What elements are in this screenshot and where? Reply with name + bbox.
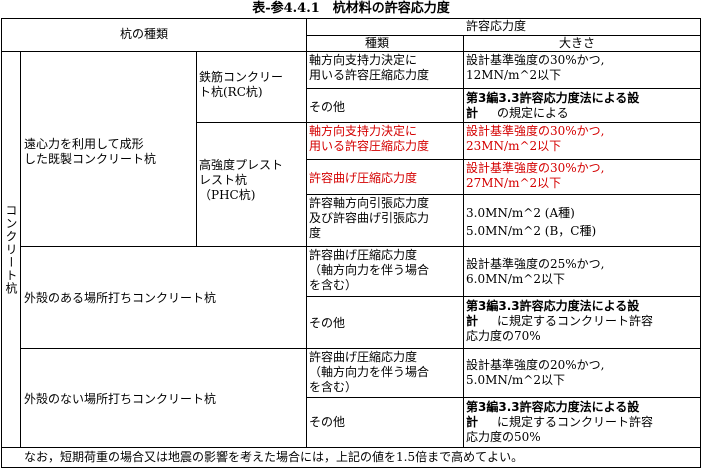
rule-footnote xyxy=(1,447,701,448)
rc-value-2-ref: 第3編3.3許容応力度法による設 計 xyxy=(466,91,640,120)
rule-col-kind xyxy=(306,18,307,447)
phc-type-3: 許容軸方向引張応力度 及び許容曲げ引張応力 度 xyxy=(309,196,430,240)
rule-phc-2 xyxy=(306,194,701,195)
border-bottom xyxy=(1,467,701,468)
noshell-pile-label: 外殻のない場所打ちコンクリート杭 xyxy=(24,392,217,406)
shell-value-2-tail: に規定するコンクリート許容 応力度の70% xyxy=(466,314,654,343)
rule-header-bottom xyxy=(1,51,701,52)
phc-type-1: 軸方向支持力決定に 用いる許容圧縮応力度 xyxy=(309,124,430,153)
header-magnitude: 大きさ xyxy=(559,36,596,50)
header-allowable: 許容応力度 xyxy=(466,19,527,33)
phc-value-3: 3.0MN/m^2 (A種) 5.0MN/m^2 (B，C種) xyxy=(466,206,597,238)
rule-rc-1 xyxy=(306,88,701,89)
rc-type-2: その他 xyxy=(309,100,346,114)
phc-value-1: 設計基準強度の30%かつ, 23MN/m^2以下 xyxy=(466,124,605,153)
noshell-value-1: 設計基準強度の20%かつ, 5.0MN/m^2以下 xyxy=(466,358,605,387)
phc-pile-label: 高強度プレスト レスト杭 （PHC杭) xyxy=(199,158,284,202)
border-left xyxy=(1,18,2,468)
shell-type-2: その他 xyxy=(309,316,346,330)
rc-type-1: 軸方向支持力決定に 用いる許容圧縮応力度 xyxy=(309,53,430,82)
rc-value-2-tail: の規定による xyxy=(497,106,569,120)
rule-noshell-1 xyxy=(306,397,701,398)
header-kind: 種類 xyxy=(365,36,390,50)
rule-col-concrete xyxy=(20,51,21,447)
rule-col-subtype xyxy=(196,51,197,246)
phc-value-2: 設計基準強度の30%かつ, 27MN/m^2以下 xyxy=(466,161,605,190)
rule-precast-shell xyxy=(20,246,701,247)
precast-pile-label: 遠心力を利用して成形 した既製コンクリート杭 xyxy=(24,137,157,166)
shell-value-1: 設計基準強度の25%かつ, 6.0MN/m^2以下 xyxy=(466,257,605,286)
rule-header xyxy=(306,35,701,36)
noshell-value-2-tail: に規定するコンクリート許容 応力度の50% xyxy=(466,415,654,444)
border-top xyxy=(1,18,701,19)
rule-shell-1 xyxy=(306,296,701,297)
rc-value-1: 設計基準強度の30%かつ, 12MN/m^2以下 xyxy=(466,53,605,82)
rule-rc-phc xyxy=(196,122,701,123)
table-title: 表-参4.4.1 杭材料の許容応力度 xyxy=(252,1,450,16)
rule-col-magnitude xyxy=(463,35,464,447)
noshell-type-2: その他 xyxy=(309,415,346,429)
header-pile-type: 杭の種類 xyxy=(120,27,169,41)
shell-type-1: 許容曲げ圧縮応力度 （軸方向力を伴う場合 を含む） xyxy=(309,248,430,292)
shell-pile-label: 外殻のある場所打ちコンクリート杭 xyxy=(24,291,217,305)
rule-shell-noshell xyxy=(20,348,701,349)
border-right xyxy=(700,18,701,468)
footnote: なお，短期荷重の場合又は地震の影響を考えた場合には，上記の値を1.5倍まで高めて… xyxy=(24,450,524,464)
noshell-type-1: 許容曲げ圧縮応力度 （軸方向力を伴う場合 を含む） xyxy=(309,350,430,394)
rc-pile-label: 鉄筋コンクリー ト杭(RC杭) xyxy=(199,70,284,99)
concrete-pile-label: コンクリート杭 xyxy=(4,204,18,295)
rule-phc-1 xyxy=(306,159,701,160)
allowable-stress-table: 杭の種類 許容応力度 種類 大きさ コンクリート杭 遠心力を利用して成形 した既… xyxy=(0,18,702,469)
shell-value-2-ref: 第3編3.3許容応力度法による設 計 xyxy=(466,299,640,328)
phc-type-2: 許容曲げ圧縮応力度 xyxy=(309,171,418,185)
noshell-value-2-ref: 第3編3.3許容応力度法による設 計 xyxy=(466,400,640,429)
